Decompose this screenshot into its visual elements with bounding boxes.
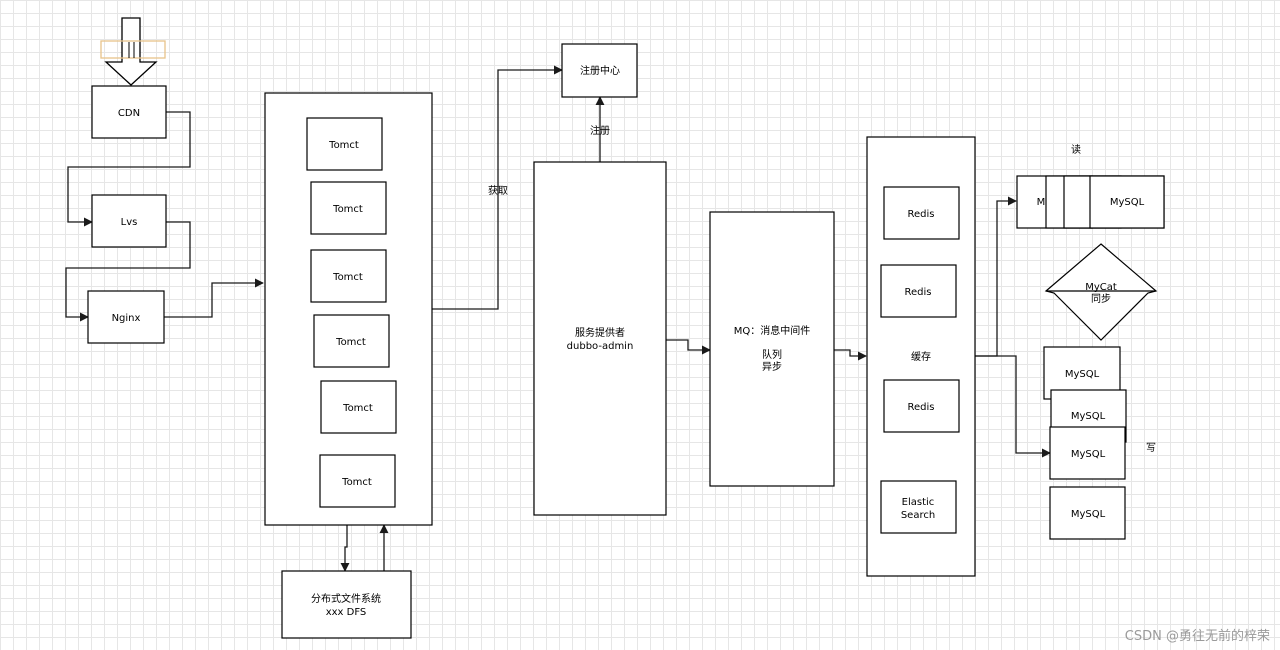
nginx-label: Nginx bbox=[112, 313, 141, 324]
nginx-node bbox=[87, 290, 165, 344]
tomcat-node bbox=[310, 181, 387, 235]
cdn-label: CDN bbox=[118, 108, 140, 119]
read-label: 读 bbox=[1071, 143, 1081, 156]
redis-node bbox=[883, 186, 960, 240]
tomcat-node bbox=[306, 117, 383, 171]
edge-label-fetch: 获取 bbox=[488, 185, 508, 197]
edge-mq-cache bbox=[834, 349, 867, 361]
tomcat-label: Tomct bbox=[332, 272, 363, 283]
edge-cache-read bbox=[975, 196, 1017, 357]
lvs-node bbox=[91, 194, 167, 248]
provider-node bbox=[533, 161, 667, 516]
edge-provider-mq bbox=[666, 339, 711, 355]
edge-cache-write bbox=[975, 355, 1051, 458]
entry-arrow bbox=[100, 17, 166, 86]
mysql-read-node bbox=[1089, 175, 1165, 229]
mycat-label-line1: MyCat bbox=[1085, 282, 1117, 293]
cdn-node bbox=[91, 85, 167, 139]
tomcat-label: Tomct bbox=[342, 403, 373, 414]
mysql-read-label: MySQL bbox=[1110, 197, 1145, 208]
mysql-read-label: M bbox=[1037, 197, 1046, 208]
edge-nginx-cluster bbox=[164, 278, 264, 318]
edge-lvs-nginx bbox=[65, 221, 191, 322]
mq-label-line3: 队列 bbox=[762, 348, 782, 361]
tomcat-node bbox=[319, 454, 396, 508]
write-label: 写 bbox=[1146, 442, 1156, 454]
elasticsearch-node bbox=[880, 480, 957, 534]
redis-label: Redis bbox=[908, 402, 935, 413]
cache-label: 缓存 bbox=[911, 350, 931, 363]
mq-label-line4: 异步 bbox=[762, 361, 782, 373]
dfs-node bbox=[281, 570, 412, 639]
tomcat-label: Tomct bbox=[335, 337, 366, 348]
elasticsearch-label-line1: Elastic bbox=[902, 497, 935, 508]
edge-cluster-registry bbox=[432, 65, 563, 310]
edge-label-register: 注册 bbox=[590, 124, 610, 137]
mq-node bbox=[709, 211, 835, 487]
mysql-write-node bbox=[1049, 486, 1126, 540]
tomcat-label: Tomct bbox=[332, 204, 363, 215]
tomcat-node bbox=[313, 314, 390, 368]
registry-node bbox=[561, 43, 638, 98]
mysql-write-label: MySQL bbox=[1071, 411, 1106, 422]
lvs-label: Lvs bbox=[121, 217, 138, 228]
tomcat-label: Tomct bbox=[341, 477, 372, 488]
dfs-label-line1: 分布式文件系统 bbox=[311, 592, 381, 605]
registry-label: 注册中心 bbox=[580, 64, 620, 77]
mysql-write-node bbox=[1049, 426, 1126, 480]
redis-label: Redis bbox=[908, 209, 935, 220]
edge-cluster-dfs bbox=[340, 525, 350, 572]
dfs-label-line2: xxx DFS bbox=[326, 607, 367, 618]
mycat-label-line2: 同步 bbox=[1091, 293, 1111, 305]
edges bbox=[65, 65, 1051, 572]
provider-label-line1: 服务提供者 bbox=[575, 326, 625, 339]
provider-label-line2: dubbo-admin bbox=[567, 341, 634, 352]
elasticsearch-label-line2: Search bbox=[901, 510, 935, 521]
mysql-write-label: MySQL bbox=[1065, 369, 1100, 380]
tomcat-node bbox=[320, 380, 397, 434]
edge-cdn-lvs bbox=[67, 111, 191, 227]
tomcat-node bbox=[310, 249, 387, 303]
redis-node bbox=[883, 379, 960, 433]
mq-label-line1: MQ：消息中间件 bbox=[734, 324, 811, 337]
redis-node bbox=[880, 264, 957, 318]
watermark: CSDN @勇往无前的梓荣 bbox=[1124, 629, 1270, 644]
tomcat-label: Tomct bbox=[328, 140, 359, 151]
redis-label: Redis bbox=[905, 287, 932, 298]
mysql-write-label: MySQL bbox=[1071, 509, 1106, 520]
mysql-write-label: MySQL bbox=[1071, 449, 1106, 460]
